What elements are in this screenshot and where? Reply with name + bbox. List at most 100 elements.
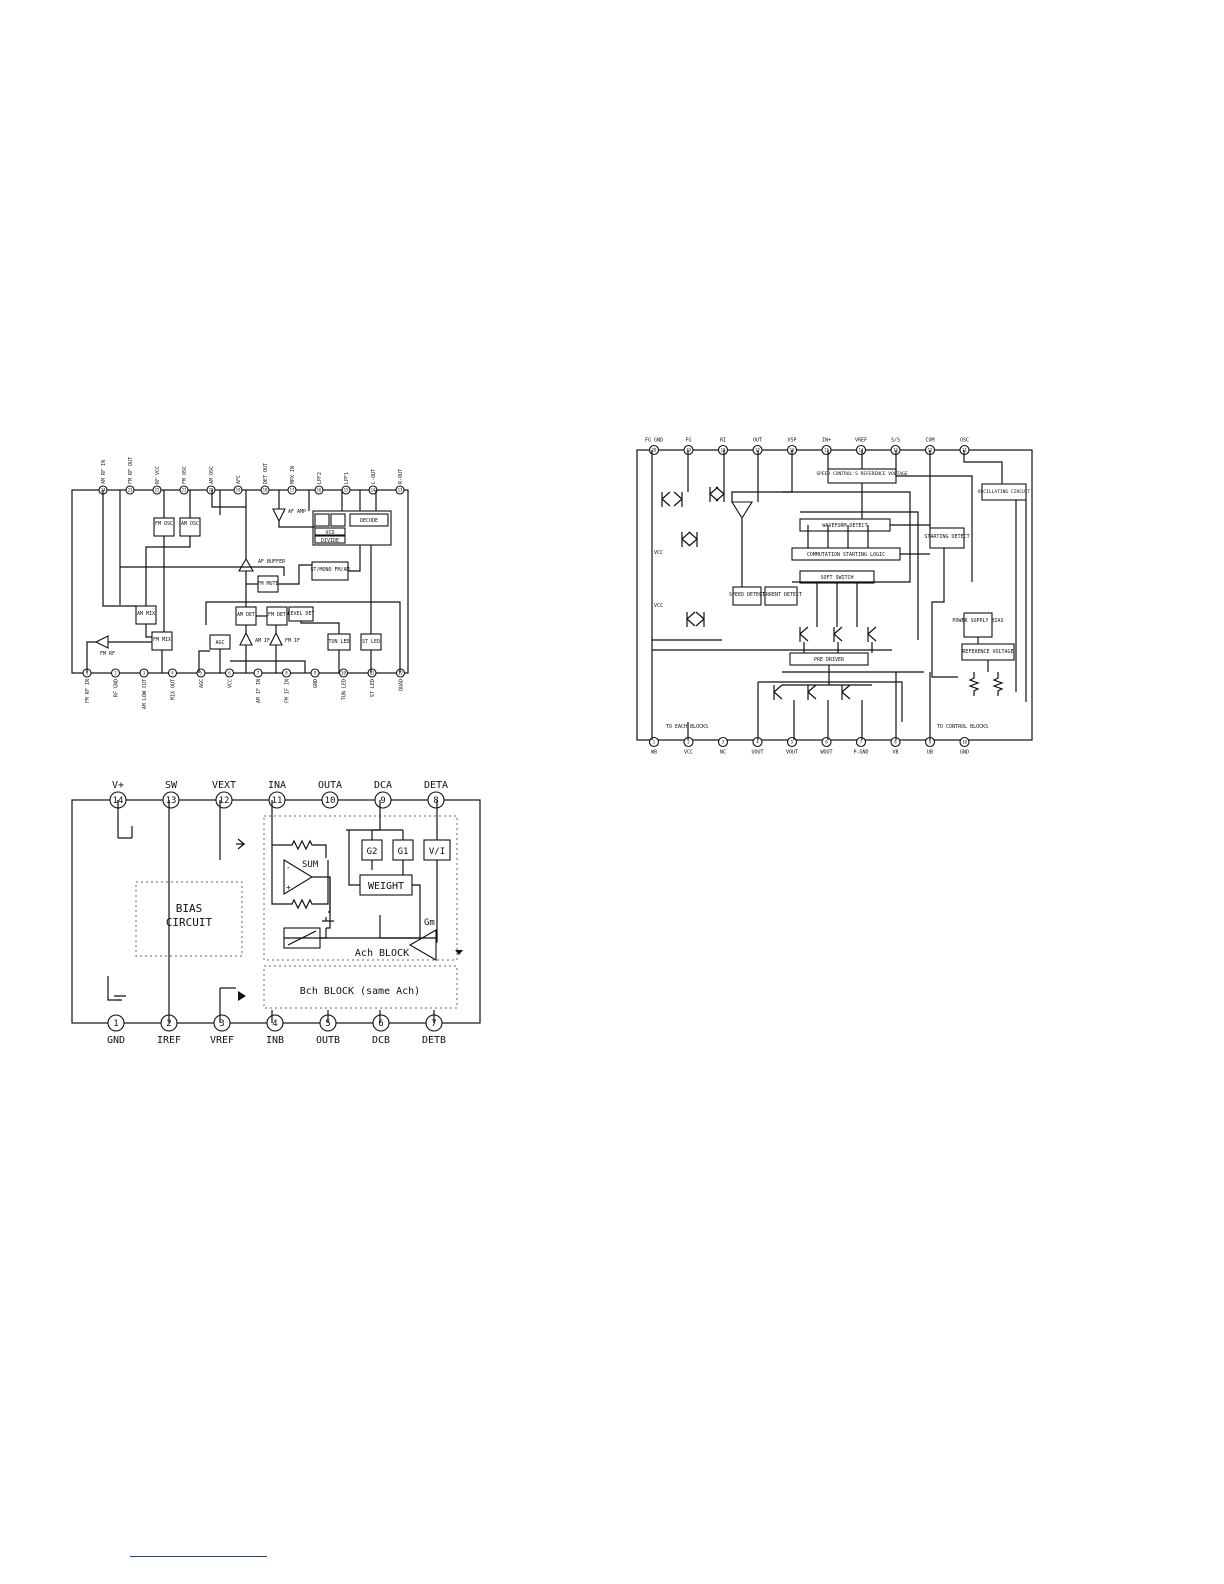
pin-number: 3 xyxy=(143,671,146,676)
pin-number: 9 xyxy=(314,671,317,676)
motor-bottom-pin-9: 9UB xyxy=(924,736,936,756)
pin-number: 2 xyxy=(114,671,117,676)
pin-circle xyxy=(266,1014,284,1032)
pin-label: DETB xyxy=(422,1035,446,1046)
pin-number: 6 xyxy=(228,671,231,676)
pin-number: 4 xyxy=(171,671,174,676)
sum-amplifier xyxy=(283,859,314,895)
pin-label: AM IF IN xyxy=(256,679,262,703)
pin-label: AFC xyxy=(236,475,242,484)
pin-number: 19 xyxy=(236,488,241,493)
pin-label: VCC xyxy=(228,679,234,688)
pin-number: 10 xyxy=(962,740,967,745)
pin-label: WOUT xyxy=(820,750,832,756)
motor-driver-package-outline xyxy=(636,449,1033,741)
feedback-resistor-icon xyxy=(286,839,318,851)
pin-number: 11 xyxy=(370,671,375,676)
pin-number: 14 xyxy=(371,488,376,493)
pin-circle xyxy=(224,668,235,678)
tuner-bottom-pin-8: 8FM IF IN xyxy=(281,668,292,703)
fm-mix-label: FM MIX xyxy=(153,637,171,643)
footer-link-underline[interactable] xyxy=(130,1556,267,1557)
pin-label: TUN LED xyxy=(342,679,348,700)
pin-circle xyxy=(821,444,832,456)
sum-plus-sign: + xyxy=(286,883,291,892)
pin-label: COM xyxy=(925,438,934,444)
pin-number: 12 xyxy=(398,671,403,676)
pin-label: DETA xyxy=(424,780,448,791)
pin-number: 19 xyxy=(686,448,691,453)
pin-circle xyxy=(233,485,243,495)
g2-label: G2 xyxy=(367,847,378,857)
tuner-bottom-pin-2: 2RF GND xyxy=(110,668,121,697)
tuner-top-pin-19: 19 AFC xyxy=(233,475,243,495)
g1-label: G1 xyxy=(398,847,409,857)
pin-label: MPX IN xyxy=(290,466,296,484)
pin-label: AM LOW CUT xyxy=(142,679,148,709)
bias-label-line2: CIRCUIT xyxy=(166,916,213,929)
pin-label: INA xyxy=(268,780,286,791)
pin-number: 4 xyxy=(272,1019,277,1029)
pin-number: 2 xyxy=(166,1019,171,1029)
pin-label: WB xyxy=(651,750,657,756)
pin-number: 3 xyxy=(722,740,725,745)
pin-number: 10 xyxy=(341,671,346,676)
pin-number: 5 xyxy=(200,671,203,676)
starting-detect-label: STARTING DETECT xyxy=(924,534,969,540)
phase-detector-1 xyxy=(314,513,330,527)
tuner-bottom-pin-3: 3 AM LOW CUT xyxy=(139,668,149,709)
pin-circle xyxy=(167,668,178,678)
bias-label-line1: BIAS xyxy=(176,902,203,915)
pin-label: VOUT xyxy=(786,750,798,756)
sum-label: SUM xyxy=(302,860,319,870)
pin-circle xyxy=(260,485,270,495)
pin-label: OUT xyxy=(753,438,762,444)
pin-circle xyxy=(372,1014,390,1032)
af-buffer-label: AF BUFFER xyxy=(258,559,286,565)
am-det-label: AM DET xyxy=(237,612,255,618)
pin-circle xyxy=(287,485,297,495)
st-mono-label: ST/MONO FM/AM xyxy=(310,567,349,573)
pin-label: P-GND xyxy=(853,750,868,756)
am-mix-label: AM MIX xyxy=(137,611,155,617)
pin-number: 6 xyxy=(378,1019,383,1029)
fm-det-label: FM DET xyxy=(268,612,286,618)
current-detect-label: CURRENT DETECT xyxy=(760,592,802,598)
level-det-label: LEVEL DET xyxy=(287,611,314,617)
pin-number: 16 xyxy=(317,488,322,493)
pin-number: 1 xyxy=(113,1019,118,1029)
pin-number: 8 xyxy=(285,671,288,676)
starting-detect-block xyxy=(929,527,965,549)
weight-label: WEIGHT xyxy=(368,881,404,892)
transistor-symbols xyxy=(661,486,877,700)
commutation-logic-label: COMMUTATION STARTING LOGIC xyxy=(807,552,885,558)
pin-label: AGC xyxy=(199,679,205,688)
pin-label: L-OUT xyxy=(371,469,377,484)
pin-number: 5 xyxy=(791,740,794,745)
pin-label: IN+ xyxy=(822,438,831,444)
pin-circle xyxy=(139,668,149,678)
pin-number: 18 xyxy=(721,448,726,453)
bch-block-label: Bch BLOCK (same Ach) xyxy=(300,986,420,997)
speed-detect-label: SPEED DETECT xyxy=(729,592,765,598)
